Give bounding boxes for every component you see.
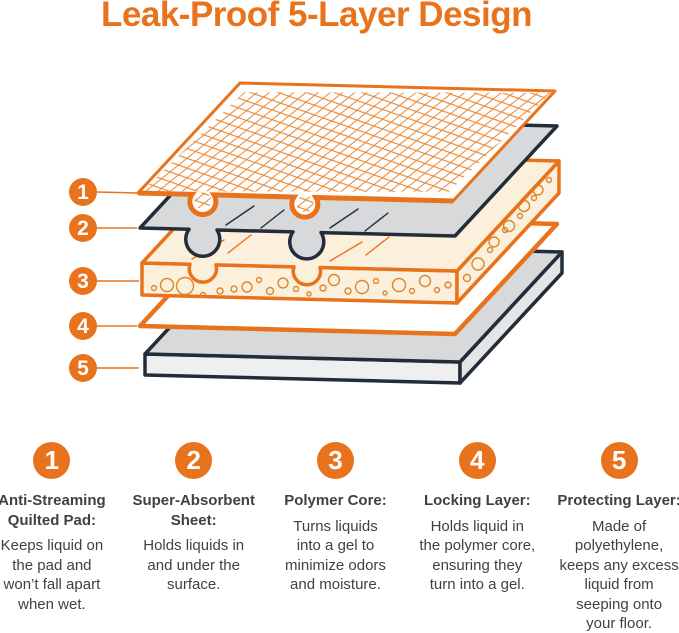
- step-5-badge: 5: [600, 442, 638, 479]
- step-1-heading: Anti-Streaming Quilted Pad:: [0, 492, 106, 529]
- svg-text:1: 1: [77, 181, 89, 204]
- step-1: 1 Anti-Streaming Quilted Pad: Keeps liqu…: [0, 442, 123, 633]
- step-3: 3 Polymer Core: Turns liquids into a gel…: [265, 442, 407, 633]
- layer-markers: 1 2 3 4 5: [69, 178, 139, 382]
- layer-1-quilted-mesh: [136, 81, 557, 220]
- step-2-heading: Super-Absorbent Sheet:: [132, 492, 255, 529]
- step-4-body: Holds liquid in the polymer core, ensuri…: [419, 517, 536, 594]
- step-5-body: Made of polyethylene, keeps any excess l…: [559, 517, 679, 633]
- step-4-badge: 4: [458, 442, 496, 479]
- step-4: 4 Locking Layer: Holds liquid in the pol…: [406, 442, 548, 633]
- diagram-marker-5: 5: [69, 354, 97, 382]
- step-2-body: Holds liquids in and under the surface.: [143, 537, 245, 593]
- steps-row: 1 Anti-Streaming Quilted Pad: Keeps liqu…: [0, 442, 679, 633]
- step-5-heading: Protecting Layer:: [557, 492, 679, 509]
- step-3-heading: Polymer Core:: [284, 492, 387, 509]
- mesh-front-hem: [137, 190, 454, 220]
- step-2-badge: 2: [175, 442, 213, 479]
- step-3-badge: 3: [316, 442, 354, 479]
- svg-text:2: 2: [77, 217, 89, 240]
- svg-text:4: 4: [77, 315, 89, 338]
- quilt-crease-marks-sheet: [225, 205, 389, 232]
- step-1-badge: 1: [33, 442, 71, 479]
- step-4-heading: Locking Layer:: [423, 492, 531, 509]
- diagram-marker-2: 2: [69, 214, 97, 242]
- polymer-bubbles: [150, 176, 553, 299]
- svg-text:3: 3: [77, 270, 89, 293]
- diagram-marker-4: 4: [69, 312, 97, 340]
- step-5: 5 Protecting Layer: Made of polyethylene…: [548, 442, 679, 633]
- step-1-body: Keeps liquid on the pad and won’t fall a…: [0, 537, 104, 613]
- step-3-body: Turns liquids into a gel to minimize odo…: [285, 517, 386, 594]
- step-2: 2 Super-Absorbent Sheet: Holds liquids i…: [123, 442, 265, 633]
- page-title: Leak-Proof 5-Layer Design: [101, 0, 532, 34]
- diagram-marker-1: 1: [69, 178, 97, 206]
- diagram-marker-3: 3: [69, 267, 97, 295]
- layer-diagram: 1 2 3 4 5: [69, 81, 564, 385]
- svg-text:5: 5: [77, 357, 89, 380]
